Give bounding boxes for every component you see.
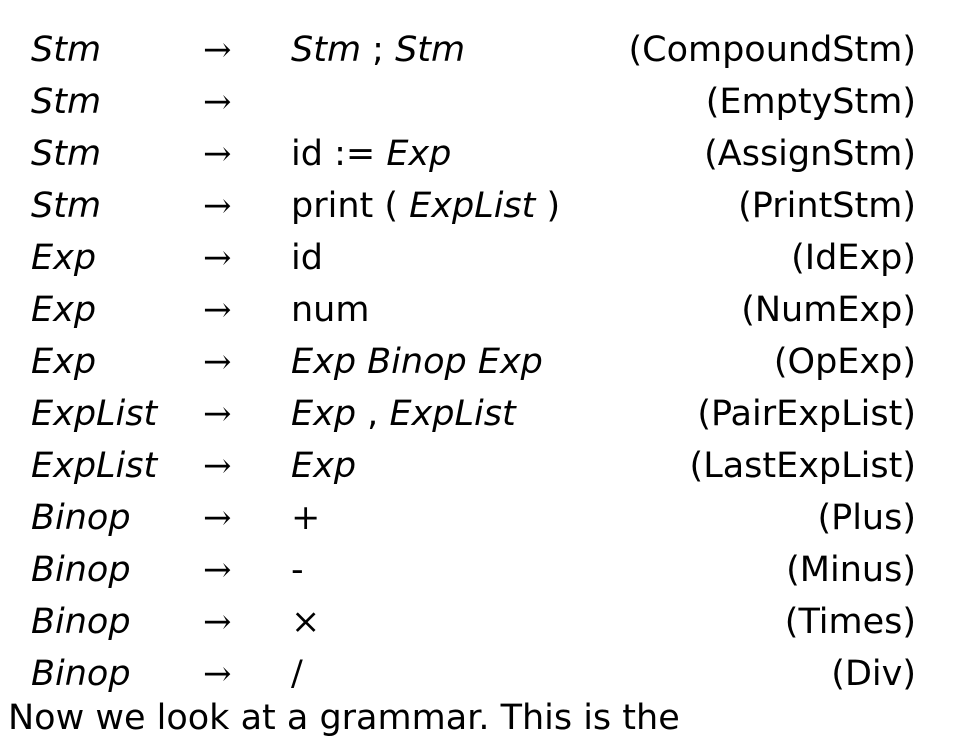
nonterminal-token: ExpList <box>389 394 516 434</box>
arrow-icon: → <box>203 342 232 382</box>
grammar-rule: Stm → Stm ; Stm (CompoundStm) <box>0 24 978 76</box>
arrow-icon: → <box>203 446 232 486</box>
rule-rhs: Exp Binop Exp <box>291 336 543 388</box>
rule-name: (Div) <box>831 654 916 694</box>
terminal-token: , <box>356 394 390 434</box>
rule-rhs: / <box>291 648 303 700</box>
rule-lhs: Binop <box>31 654 131 694</box>
grammar-rule: Stm → id := Exp (AssignStm) <box>0 128 978 180</box>
rule-name: (NumExp) <box>741 290 916 330</box>
rule-name: (OpExp) <box>773 342 916 382</box>
rule-rhs: Stm ; Stm <box>291 24 465 76</box>
rule-rhs: Exp , ExpList <box>291 388 516 440</box>
rule-lhs: Stm <box>31 82 102 122</box>
rule-name: (Plus) <box>817 498 916 538</box>
terminal-token: + <box>291 498 321 538</box>
arrow-icon: → <box>203 290 232 330</box>
rule-rhs: id <box>291 232 323 284</box>
grammar-rule: ExpList → Exp , ExpList (PairExpList) <box>0 388 978 440</box>
nonterminal-token: Exp <box>291 446 357 486</box>
rule-lhs: ExpList <box>31 394 158 434</box>
grammar-rule: Exp → Exp Binop Exp (OpExp) <box>0 336 978 388</box>
grammar-rule: Binop → + (Plus) <box>0 492 978 544</box>
terminal-token: × <box>291 602 321 642</box>
rule-rhs: num <box>291 284 369 336</box>
rule-lhs: Stm <box>31 186 102 226</box>
rule-name: (AssignStm) <box>704 134 916 174</box>
nonterminal-token: Stm <box>395 30 466 70</box>
rule-lhs: Exp <box>31 342 97 382</box>
rule-rhs: + <box>291 492 320 544</box>
arrow-icon: → <box>203 134 232 174</box>
arrow-icon: → <box>203 498 232 538</box>
rule-lhs: Binop <box>31 498 131 538</box>
rule-name: (IdExp) <box>791 238 916 278</box>
rule-lhs: ExpList <box>31 446 158 486</box>
rule-rhs: × <box>291 596 320 648</box>
terminal-token: id <box>291 238 323 278</box>
grammar-rules-table: Stm → Stm ; Stm (CompoundStm) Stm → (EmptyStm)… <box>0 24 978 700</box>
grammar-rule: Binop → / (Div) <box>0 648 978 700</box>
rule-lhs: Binop <box>31 602 131 642</box>
nonterminal-token: Exp <box>386 134 452 174</box>
rule-lhs: Exp <box>31 238 97 278</box>
arrow-icon: → <box>203 238 232 278</box>
rule-name: (Minus) <box>786 550 916 590</box>
terminal-token: num <box>291 290 370 330</box>
terminal-token: / <box>291 654 303 694</box>
rule-name: (PrintStm) <box>738 186 916 226</box>
grammar-rule: ExpList → Exp (LastExpList) <box>0 440 978 492</box>
rule-rhs: print ( ExpList ) <box>291 180 560 232</box>
arrow-icon: → <box>203 82 232 122</box>
rule-lhs: Exp <box>31 290 97 330</box>
nonterminal-token: Exp Binop Exp <box>291 342 543 382</box>
grammar-rule: Stm → print ( ExpList ) (PrintStm) <box>0 180 978 232</box>
rule-name: (PairExpList) <box>697 394 916 434</box>
rule-name: (LastExpList) <box>689 446 916 486</box>
terminal-token: ) <box>535 186 561 226</box>
grammar-rule: Exp → num (NumExp) <box>0 284 978 336</box>
nonterminal-token: ExpList <box>409 186 536 226</box>
arrow-icon: → <box>203 602 232 642</box>
grammar-rule: Binop → - (Minus) <box>0 544 978 596</box>
arrow-icon: → <box>203 30 232 70</box>
terminal-token: id := <box>291 134 387 174</box>
arrow-icon: → <box>203 654 232 694</box>
arrow-icon: → <box>203 550 232 590</box>
rule-rhs: - <box>291 544 304 596</box>
nonterminal-token: Exp <box>291 394 357 434</box>
rule-name: (CompoundStm) <box>628 30 916 70</box>
rule-name: (EmptyStm) <box>705 82 916 122</box>
rule-name: (Times) <box>784 602 916 642</box>
grammar-rule: Stm → (EmptyStm) <box>0 76 978 128</box>
rule-lhs: Stm <box>31 134 102 174</box>
rule-rhs: id := Exp <box>291 128 451 180</box>
grammar-rule: Exp → id (IdExp) <box>0 232 978 284</box>
nonterminal-token: Stm <box>291 30 362 70</box>
arrow-icon: → <box>203 394 232 434</box>
rule-rhs: Exp <box>291 440 356 492</box>
rule-lhs: Binop <box>31 550 131 590</box>
terminal-token: print ( <box>291 186 410 226</box>
cut-off-text-line: Now we look at a grammar. This is the <box>8 698 680 738</box>
grammar-rule: Binop → × (Times) <box>0 596 978 648</box>
arrow-icon: → <box>203 186 232 226</box>
terminal-token: - <box>291 550 304 590</box>
terminal-token: ; <box>361 30 396 70</box>
rule-lhs: Stm <box>31 30 102 70</box>
